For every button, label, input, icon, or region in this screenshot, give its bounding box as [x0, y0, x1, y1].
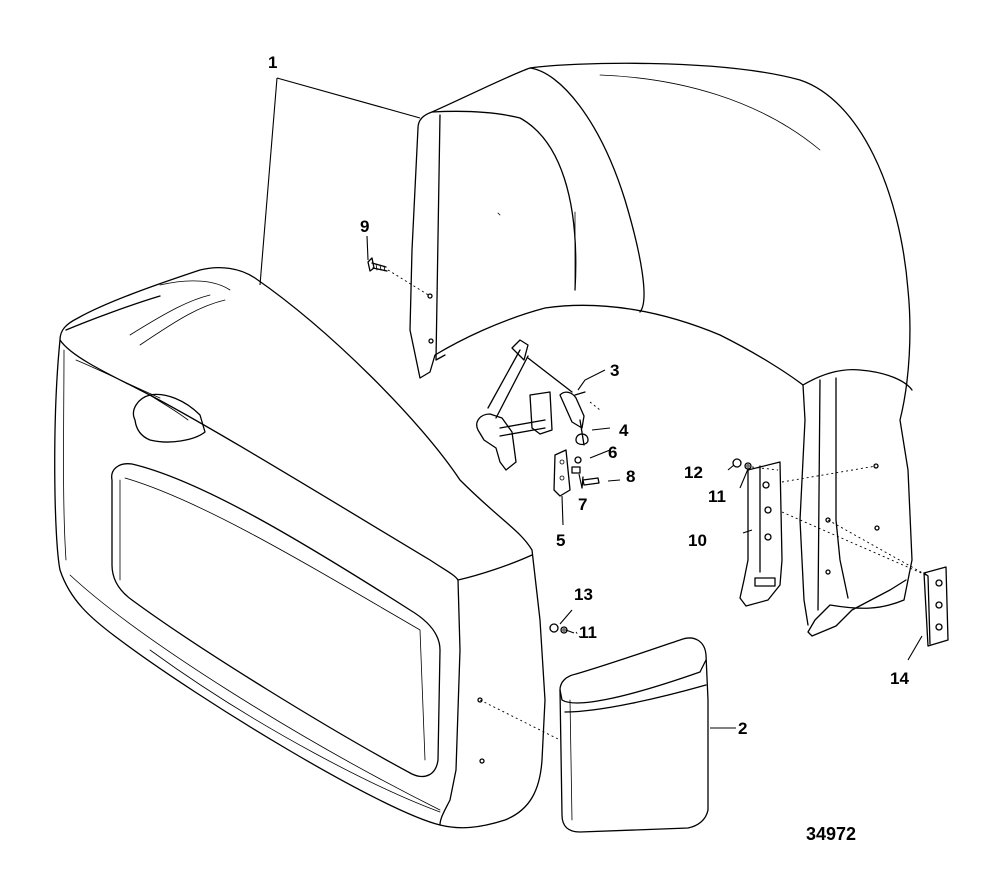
screw-9 [367, 257, 388, 272]
hinge-plate [923, 566, 949, 647]
callout-labels: 1 2 3 4 5 6 7 8 9 10 11 11 12 13 14 [268, 53, 909, 738]
callout-9: 9 [360, 217, 369, 236]
figure-number: 34972 [806, 824, 856, 844]
assembly-lines [387, 269, 929, 741]
callout-7: 7 [578, 495, 587, 514]
callout-4: 4 [619, 421, 629, 440]
latch-assembly [476, 339, 600, 497]
callout-8: 8 [626, 467, 635, 486]
callout-3: 3 [610, 361, 619, 380]
callout-6: 6 [608, 443, 617, 462]
callout-11-upper: 11 [708, 487, 726, 506]
leader-lines [259, 77, 923, 729]
callout-1: 1 [268, 53, 277, 72]
callout-5: 5 [556, 531, 565, 550]
front-cowl [54, 267, 546, 829]
hinge-bracket [739, 461, 783, 607]
callout-12: 12 [684, 463, 703, 482]
callout-13: 13 [574, 585, 593, 604]
callout-11-lower: 11 [579, 623, 597, 642]
callout-2: 2 [738, 719, 747, 738]
rear-cowl [409, 62, 913, 637]
cover-plate [559, 637, 709, 833]
callout-10: 10 [688, 531, 707, 550]
fasteners [549, 458, 752, 634]
callout-14: 14 [890, 669, 909, 688]
